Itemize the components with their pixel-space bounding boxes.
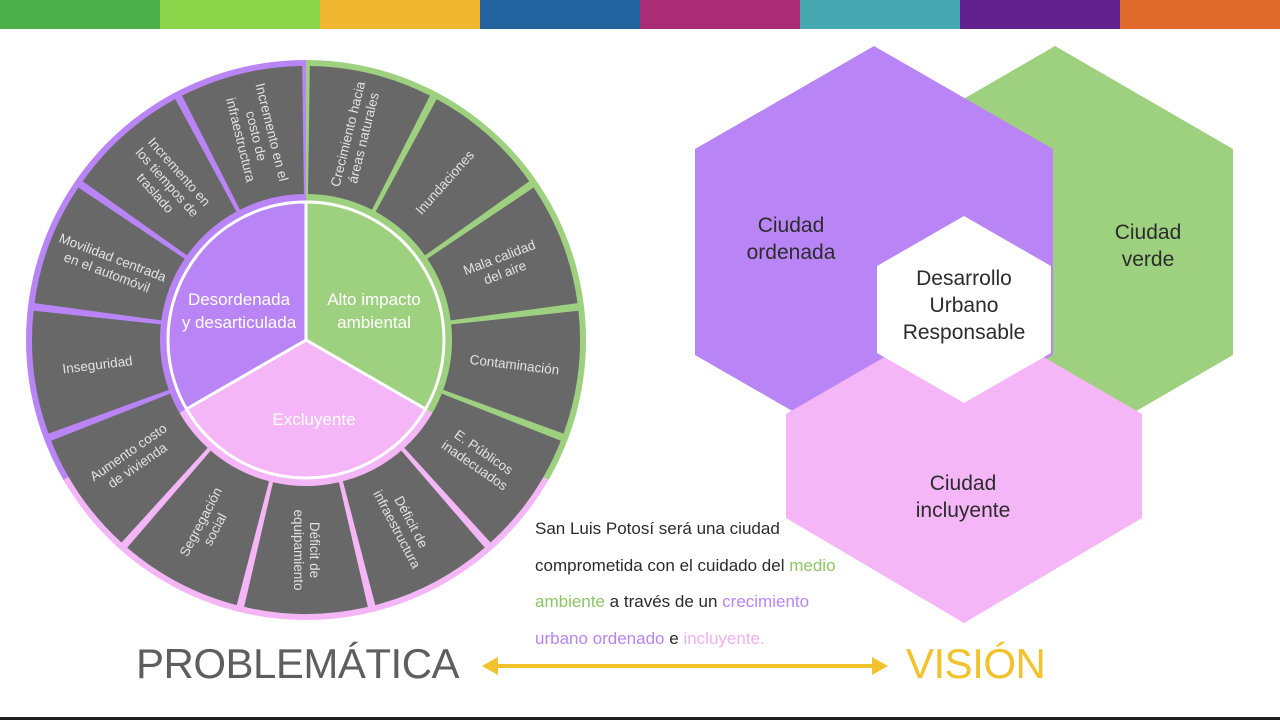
wheel-segment xyxy=(51,393,208,543)
color-strip-segment xyxy=(800,0,960,29)
hex-label-incluyente: Ciudad incluyente xyxy=(915,472,1011,522)
wheel-segment xyxy=(31,310,169,434)
color-strip-segment xyxy=(1120,0,1280,29)
vision-text-crecimiento: crecimiento urbano ordenado xyxy=(535,592,810,648)
vision-statement: San Luis Potosí será una ciudad comprome… xyxy=(535,511,855,657)
wheel-segment xyxy=(427,187,578,321)
hex-label-verde: Ciudad verde xyxy=(1114,221,1182,271)
vision-hexagon-diagram xyxy=(695,46,1233,623)
color-strip-segment xyxy=(480,0,640,29)
wheel-center-label: Excluyente xyxy=(272,410,355,429)
color-strip-segment xyxy=(0,0,160,29)
wheel-segment xyxy=(375,99,530,256)
wheel-segment xyxy=(127,450,270,606)
wheel-segment xyxy=(182,66,304,210)
vision-text-part1: San Luis Potosí será una ciudad comprome… xyxy=(535,519,785,575)
wheel-segment xyxy=(244,482,368,615)
hexagon-center xyxy=(877,216,1051,403)
title-problematica: PROBLEMÁTICA xyxy=(136,640,460,687)
vision-text-part3: a través de un xyxy=(609,592,718,611)
hex-label-ordenada: Ciudad ordenada xyxy=(746,214,836,264)
color-strip-header xyxy=(0,0,1280,29)
vision-text-incluyente: incluyente. xyxy=(683,628,765,648)
title-vision: VISIÓN xyxy=(906,640,1046,687)
color-strip-segment xyxy=(160,0,320,29)
color-strip-segment xyxy=(960,0,1120,29)
wheel-segment xyxy=(34,187,185,321)
color-strip-segment xyxy=(640,0,800,29)
wheel-segment-label: Déficit deequipamiento xyxy=(291,509,322,590)
bottom-border xyxy=(0,717,1280,720)
wheel-segment xyxy=(308,66,430,210)
hex-label-center: Desarrollo Urbano Responsable xyxy=(902,267,1026,344)
double-arrow xyxy=(482,657,888,675)
vision-text-part5: e xyxy=(669,628,679,648)
wheel-segment xyxy=(443,310,580,434)
vision-text-medio-ambiente: medio ambiente xyxy=(535,555,836,612)
wheel-segment xyxy=(342,450,485,606)
hexagon-ciudad-incluyente xyxy=(786,311,1142,623)
wheel-center-purple xyxy=(166,200,308,412)
wheel-segment xyxy=(404,393,561,543)
wheel-center-green xyxy=(304,200,446,412)
wheel-segment xyxy=(82,99,237,256)
color-strip-segment xyxy=(320,0,480,29)
